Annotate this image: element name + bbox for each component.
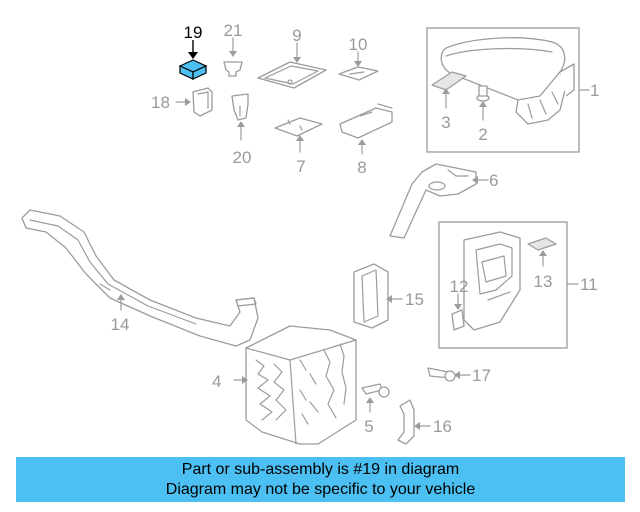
part-12 (451, 293, 465, 331)
part-label-16[interactable]: 16 (433, 417, 452, 436)
part-label-9[interactable]: 9 (292, 26, 301, 45)
part-21 (223, 37, 243, 77)
part-label-8[interactable]: 8 (357, 158, 366, 177)
part-13 (527, 237, 557, 267)
part-label-6[interactable]: 6 (489, 171, 498, 190)
part-1-armrest-lid (440, 37, 575, 125)
info-banner: Part or sub-assembly is #19 in diagram D… (16, 457, 625, 502)
part-9 (257, 42, 327, 89)
part-7 (274, 117, 323, 153)
part-label-10[interactable]: 10 (349, 35, 368, 54)
part-4-console-body (233, 325, 357, 445)
part-15 (353, 263, 403, 329)
part-label-1[interactable]: 1 (590, 81, 599, 100)
part-label-14[interactable]: 14 (111, 315, 130, 334)
part-20 (231, 93, 249, 141)
info-banner-line-1: Part or sub-assembly is #19 in diagram (181, 460, 460, 478)
part-8 (339, 103, 393, 155)
part-17 (427, 367, 471, 382)
part-5 (361, 383, 390, 413)
part-10 (338, 51, 379, 81)
part-6 (389, 163, 489, 239)
part-18 (175, 87, 213, 117)
part-19-highlighted[interactable] (178, 40, 208, 80)
part-label-11[interactable]: 11 (580, 275, 598, 294)
part-label-13[interactable]: 13 (534, 272, 553, 291)
part-label-20[interactable]: 20 (233, 148, 252, 167)
part-label-3[interactable]: 3 (441, 113, 450, 132)
part-label-12[interactable]: 12 (450, 277, 469, 296)
part-label-18[interactable]: 18 (151, 93, 170, 112)
part-label-17[interactable]: 17 (472, 366, 491, 385)
part-14-duct (21, 209, 259, 347)
part-label-19[interactable]: 19 (184, 23, 203, 42)
part-2 (476, 85, 490, 121)
part-label-4[interactable]: 4 (212, 372, 221, 391)
part-label-21[interactable]: 21 (224, 21, 243, 40)
part-11-group-box (438, 221, 568, 349)
part-3 (431, 71, 467, 109)
part-label-5[interactable]: 5 (364, 417, 373, 436)
part-11-console-bezel (463, 231, 521, 331)
part-label-2[interactable]: 2 (478, 125, 487, 144)
part-label-7[interactable]: 7 (296, 157, 305, 176)
part-label-15[interactable]: 15 (405, 290, 424, 309)
part-16 (397, 399, 431, 445)
info-banner-line-2: Diagram may not be specific to your vehi… (165, 480, 476, 498)
